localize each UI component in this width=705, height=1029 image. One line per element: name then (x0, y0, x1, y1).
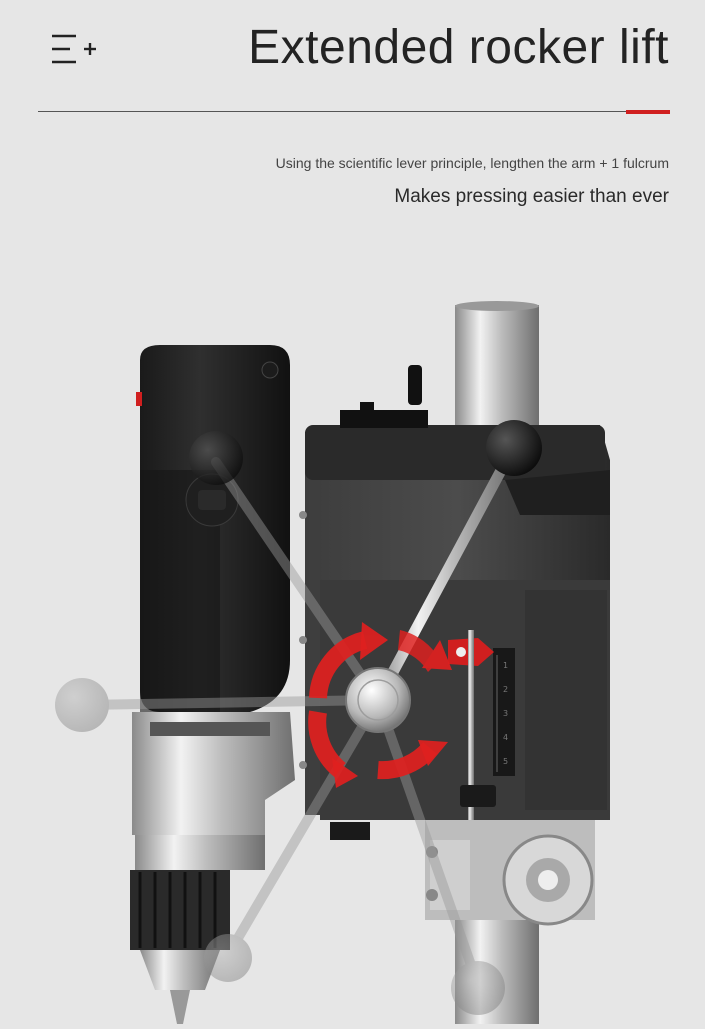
lever-knob (486, 420, 542, 476)
drill-chuck (130, 870, 230, 950)
spindle-housing (132, 712, 295, 835)
lever-hub (345, 667, 411, 733)
column-top (455, 305, 539, 435)
scale-tick: 4 (503, 733, 508, 742)
divider-accent (626, 110, 670, 114)
scale-tick: 2 (503, 685, 508, 694)
ghost-knob-upper-left (189, 431, 243, 485)
depth-scale (493, 648, 515, 776)
scale-tick: 5 (503, 757, 508, 766)
page-title: Extended rocker lift (248, 21, 669, 74)
menu-plus-icon[interactable] (50, 30, 98, 70)
subtitle: Using the scientific lever principle, le… (275, 155, 669, 171)
scale-tick: 1 (503, 661, 508, 670)
drill-press-illustration: 1 2 3 4 5 (0, 220, 705, 1025)
tagline: Makes pressing easier than ever (394, 186, 669, 207)
active-lever-arm (372, 444, 518, 706)
scale-tick: 3 (503, 709, 508, 718)
header-divider (38, 111, 670, 112)
ghost-lever-arms (55, 457, 505, 1015)
